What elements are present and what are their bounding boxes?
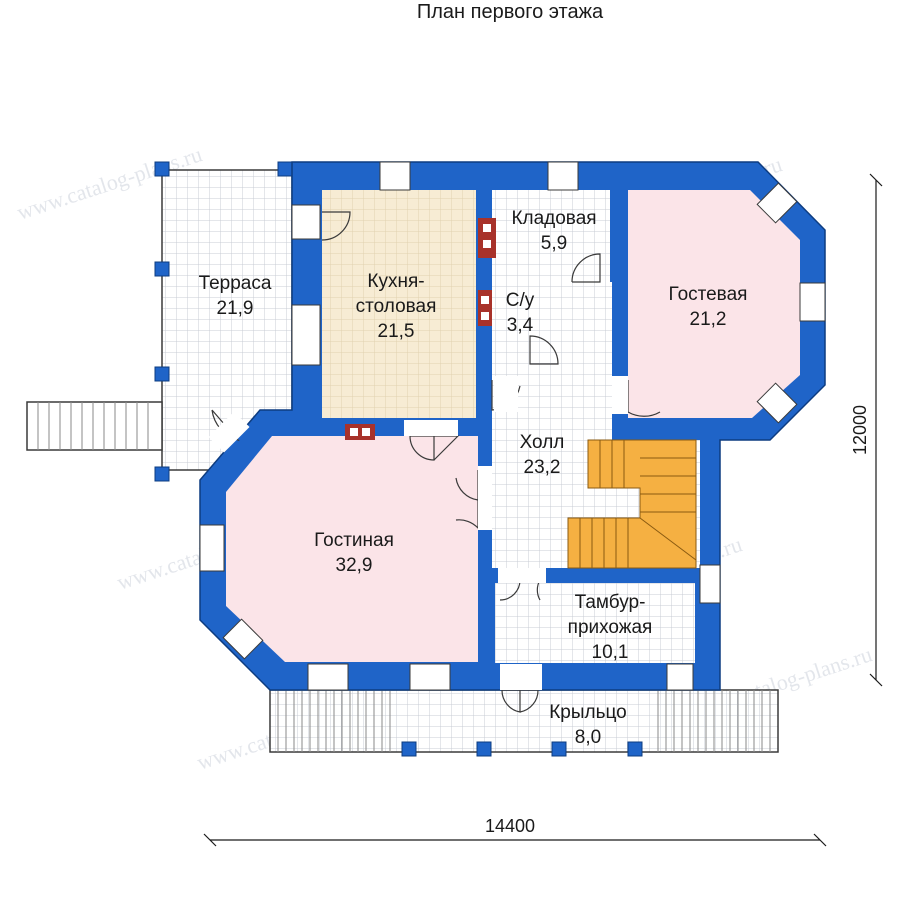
chimney (345, 218, 496, 440)
dimension-height-label: 12000 (850, 405, 870, 455)
kitchen-name-line1: Кухня- (367, 271, 424, 292)
room-labels: Терраса 21,9 Кухня- столовая 21,5 Кладов… (199, 208, 748, 748)
dimension-height: 12000 (850, 173, 883, 687)
vestibule-floor (495, 583, 695, 663)
kitchen-area: 21,5 (378, 321, 415, 342)
kitchen-floor (322, 190, 476, 418)
hall-name: Холл (520, 432, 565, 453)
kitchen-name-line2: столовая (356, 296, 437, 317)
porch-area: 8,0 (575, 727, 601, 748)
terrace-name: Терраса (199, 273, 272, 294)
dimension-width: 14400 (203, 816, 827, 847)
guest-name: Гостевая (669, 284, 748, 305)
vestibule-name-line1: Тамбур- (575, 592, 646, 613)
vestibule-area: 10,1 (592, 642, 629, 663)
vestibule-name-line2: прихожая (568, 617, 653, 638)
terrace-area: 21,9 (217, 298, 254, 319)
porch-name: Крыльцо (549, 702, 627, 723)
storage-floor (492, 190, 610, 282)
wc-name: С/у (506, 290, 535, 311)
side-steps (26, 401, 163, 451)
living-floor (226, 436, 478, 662)
porch (269, 689, 779, 757)
storage-area: 5,9 (541, 233, 567, 254)
living-area: 32,9 (336, 555, 373, 576)
hall-area: 23,2 (524, 457, 561, 478)
door-openings (208, 376, 628, 690)
storage-name: Кладовая (511, 208, 596, 229)
living-name: Гостиная (314, 530, 394, 551)
dimension-width-label: 14400 (485, 816, 535, 836)
wc-area: 3,4 (507, 315, 534, 336)
plan-title: План первого этажа (417, 1, 604, 23)
guest-area: 21,2 (690, 309, 727, 330)
windows (199, 161, 826, 691)
staircase (567, 439, 697, 569)
guest-floor (628, 190, 800, 418)
